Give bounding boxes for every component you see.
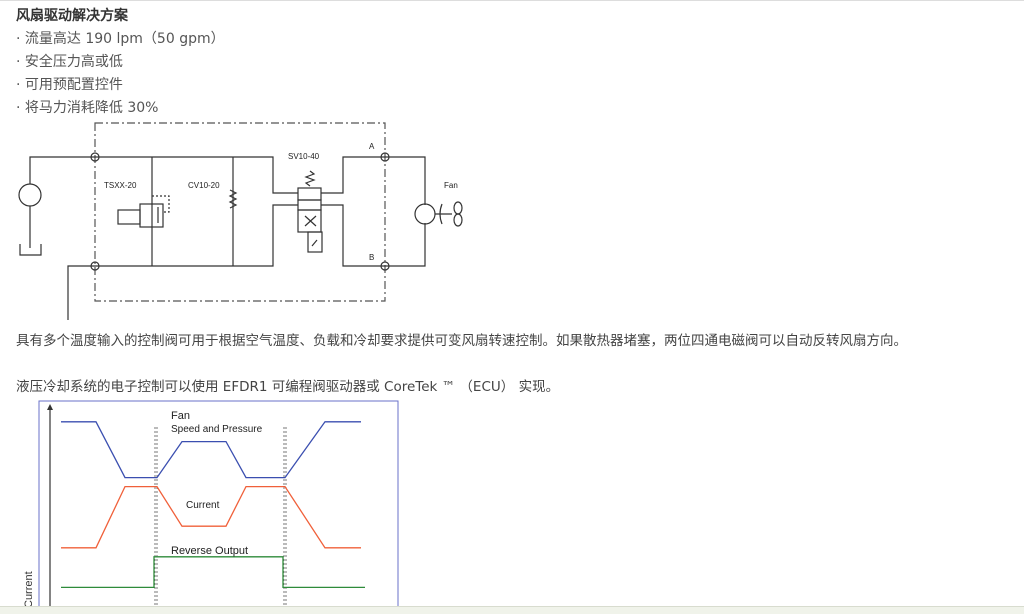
y-axis-label: Current	[23, 571, 35, 608]
description-paragraph: 具有多个温度输入的控制阀可用于根据空气温度、负载和冷却要求提供可变风扇转速控制。…	[16, 333, 907, 349]
port-b-label: B	[369, 253, 374, 262]
fan-series-label: Fan	[171, 410, 190, 422]
hydraulic-circuit-diagram: TSXX-20 CV10-20 SV10-40 A B Fan	[18, 122, 463, 320]
tsxx-label: TSXX-20	[104, 181, 137, 190]
series-line-reverse-output	[61, 556, 365, 589]
fan-series-label-2: Speed and Pressure	[171, 424, 263, 435]
top-divider	[0, 0, 1024, 1]
fan-label: Fan	[444, 181, 458, 190]
y-axis-arrow-icon	[47, 404, 53, 410]
current-series-label: Current	[186, 500, 220, 511]
port-a-label: A	[369, 142, 375, 151]
bullet-item: · 流量高达 190 lpm（50 gpm）	[16, 31, 225, 47]
bullet-item: · 可用预配置控件	[16, 77, 123, 93]
bullet-item: · 将马力消耗降低 30%	[16, 100, 159, 116]
sv-label: SV10-40	[288, 152, 320, 161]
series-line-current	[61, 485, 361, 549]
series-line-fan-speed-and-pressure	[61, 421, 361, 479]
bullet-item: · 安全压力高或低	[16, 54, 123, 70]
timing-chart: Current Fan Speed and Pressure Current R…	[23, 400, 399, 613]
electronic-control-paragraph: 液压冷却系统的电子控制可以使用 EFDR1 可编程阀驱动器或 CoreTek ™…	[16, 379, 560, 395]
reverse-series-label: Reverse Output	[171, 545, 248, 557]
bottom-bar	[0, 606, 1024, 614]
cv-label: CV10-20	[188, 181, 220, 190]
section-heading: 风扇驱动解决方案	[16, 8, 128, 24]
chart-frame	[38, 400, 399, 613]
